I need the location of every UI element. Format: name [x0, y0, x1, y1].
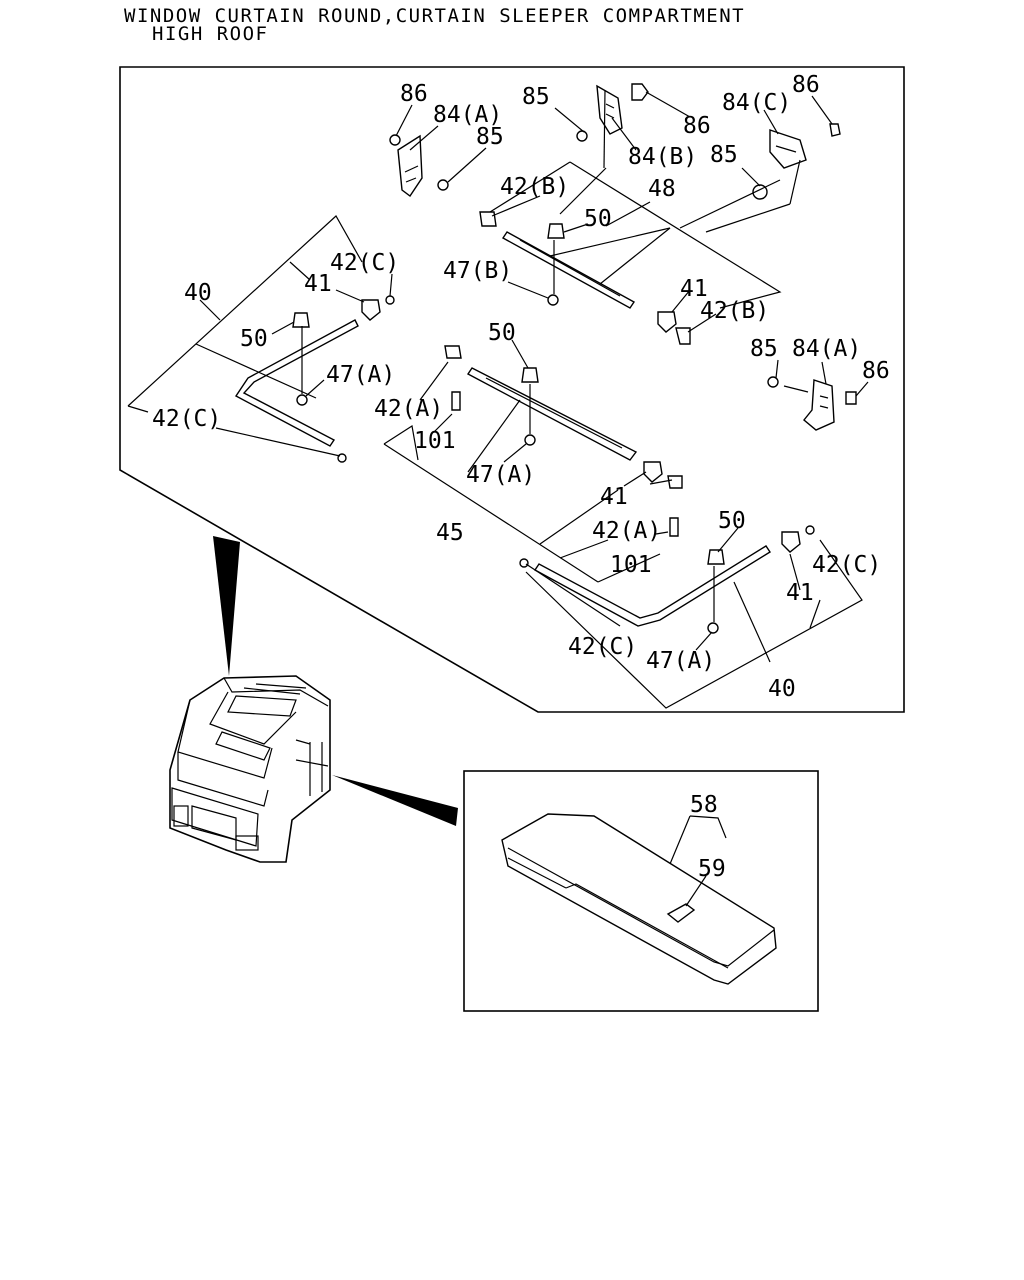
callout-47a-c: 47(A) — [646, 648, 715, 674]
callout-40-b: 40 — [768, 676, 796, 702]
callout-84c: 84(C) — [722, 90, 791, 116]
callout-42c-b: 42(C) — [152, 406, 221, 432]
curtain-rail-45 — [466, 367, 638, 461]
callout-86-a: 86 — [400, 81, 428, 107]
callout-85-c: 85 — [710, 142, 738, 168]
callout-86-b: 86 — [683, 113, 711, 139]
bracket-84c — [752, 123, 841, 200]
pointer-wedge-upper — [213, 536, 240, 676]
callout-42b-a: 42(B) — [500, 174, 569, 200]
callout-85-d: 85 — [750, 336, 778, 362]
callout-42c-c: 42(C) — [812, 552, 881, 578]
callout-42c-a: 42(C) — [330, 250, 399, 276]
callout-40-a: 40 — [184, 280, 212, 306]
curtain-rail-40-right — [533, 545, 771, 627]
callout-41-b: 41 — [304, 271, 332, 297]
callout-85-b: 85 — [522, 84, 550, 110]
inset-leader-lines — [669, 815, 727, 907]
leader-lines — [127, 89, 869, 709]
callout-42b-b: 42(B) — [700, 298, 769, 324]
callout-84b: 84(B) — [628, 144, 697, 170]
callout-50-d: 50 — [718, 508, 746, 534]
callout-47b: 47(B) — [443, 258, 512, 284]
callout-101-b: 101 — [610, 552, 652, 578]
callout-41-c: 41 — [600, 484, 628, 510]
pointer-wedge-lower — [332, 775, 458, 826]
callout-47a-a: 47(A) — [326, 362, 395, 388]
callout-86-d: 86 — [862, 358, 890, 384]
callout-101-a: 101 — [414, 428, 456, 454]
callout-85-a: 85 — [476, 124, 504, 150]
callout-50-c: 50 — [488, 320, 516, 346]
truck-cab-illustration — [169, 675, 331, 863]
curtain-rail-48 — [501, 231, 636, 309]
main-diagram-frame — [119, 66, 905, 713]
callout-41-d: 41 — [786, 580, 814, 606]
callout-84a-b: 84(A) — [792, 336, 861, 362]
callout-42c-d: 42(C) — [568, 634, 637, 660]
diagram-title-line2: HIGH ROOF — [152, 23, 268, 45]
callout-59: 59 — [698, 856, 726, 882]
bracket-84b — [576, 83, 649, 142]
callout-42a-a: 42(A) — [374, 396, 443, 422]
callout-48: 48 — [648, 176, 676, 202]
inset-frame — [463, 770, 819, 1012]
callout-41-a: 41 — [680, 276, 708, 302]
hardware-parts — [292, 211, 815, 634]
callout-45: 45 — [436, 520, 464, 546]
callout-42a-b: 42(A) — [592, 518, 661, 544]
callout-86-c: 86 — [792, 72, 820, 98]
sun-visor-58 — [501, 813, 777, 985]
callout-84a-a: 84(A) — [433, 102, 502, 128]
callout-50-a: 50 — [584, 206, 612, 232]
callout-47a-b: 47(A) — [466, 462, 535, 488]
bracket-84a-right — [767, 376, 857, 431]
bracket-84a-upper — [389, 134, 449, 198]
diagram-title-line1: WINDOW CURTAIN ROUND,CURTAIN SLEEPER COM… — [124, 5, 745, 27]
callout-58: 58 — [690, 792, 718, 818]
curtain-rail-40-left — [234, 319, 359, 447]
callout-50-b: 50 — [240, 326, 268, 352]
